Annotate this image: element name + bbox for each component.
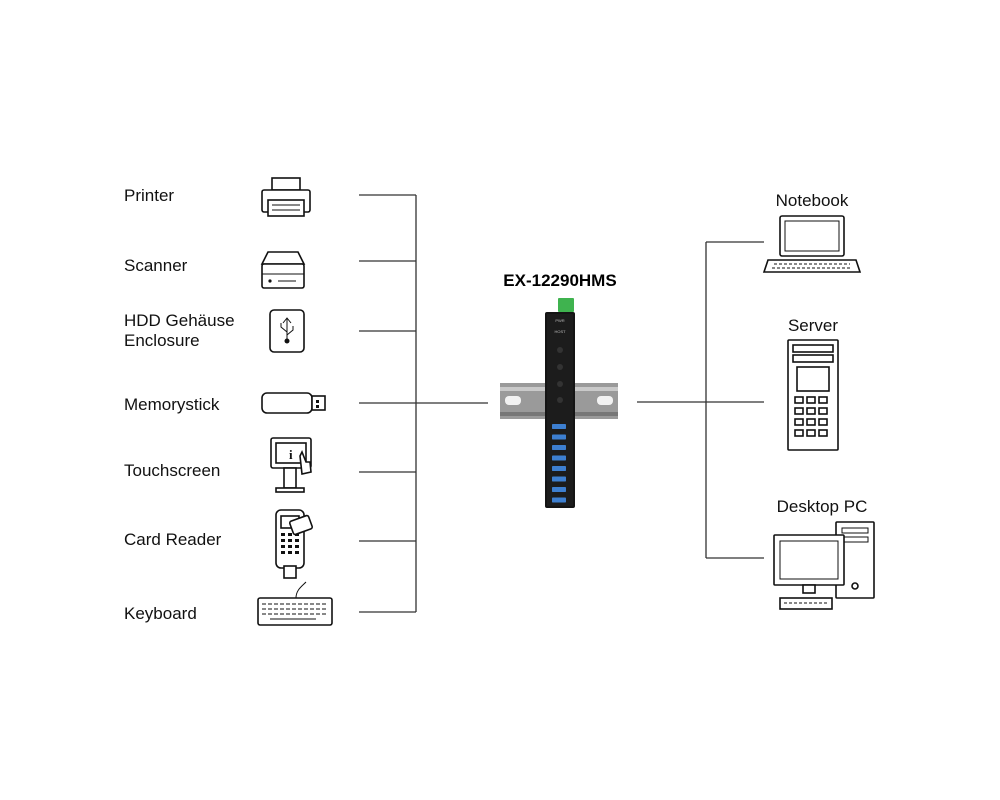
printer-icon — [261, 177, 311, 217]
right-connector-lines — [637, 241, 764, 559]
svg-text:PWR: PWR — [555, 318, 564, 323]
keyboard-label: Keyboard — [124, 604, 197, 623]
hdd-enclosure-icon — [269, 309, 305, 353]
notebook-icon — [762, 215, 862, 273]
scanner-label: Scanner — [124, 256, 188, 275]
desktop-label: Desktop PC — [777, 497, 868, 516]
desktop-pc-icon — [773, 521, 875, 610]
usb-port — [552, 466, 566, 471]
scanner-icon — [260, 251, 306, 289]
server-icon — [787, 339, 839, 451]
notebook-label: Notebook — [776, 191, 849, 210]
usb-port — [552, 476, 566, 482]
cardreader-label: Card Reader — [124, 530, 222, 549]
usb-port — [552, 455, 566, 461]
hub-model-title: EX-12290HMS — [503, 271, 616, 290]
touchscreen-label: Touchscreen — [124, 461, 220, 480]
hub-usb-ports — [552, 424, 566, 503]
touchscreen-kiosk-icon: i — [270, 437, 312, 493]
usb-stick-icon — [261, 392, 326, 414]
usb-hub-din-rail-icon: PWR HOST — [500, 298, 618, 508]
printer-label: Printer — [124, 186, 174, 205]
usb-port — [552, 424, 566, 429]
card-reader-icon — [275, 509, 314, 579]
hdd-label-line2: Enclosure — [124, 331, 200, 350]
svg-text:HOST: HOST — [554, 329, 566, 334]
memorystick-label: Memorystick — [124, 395, 220, 414]
keyboard-icon — [257, 581, 333, 626]
usb-port — [552, 445, 566, 450]
usb-port — [552, 497, 566, 503]
usb-port — [552, 434, 566, 440]
hub-power-terminal — [558, 298, 574, 312]
left-connector-lines — [359, 194, 488, 613]
server-label: Server — [788, 316, 838, 335]
svg-text:i: i — [289, 447, 293, 462]
usb-port — [552, 487, 566, 492]
hdd-label: HDD Gehäuse — [124, 311, 235, 330]
